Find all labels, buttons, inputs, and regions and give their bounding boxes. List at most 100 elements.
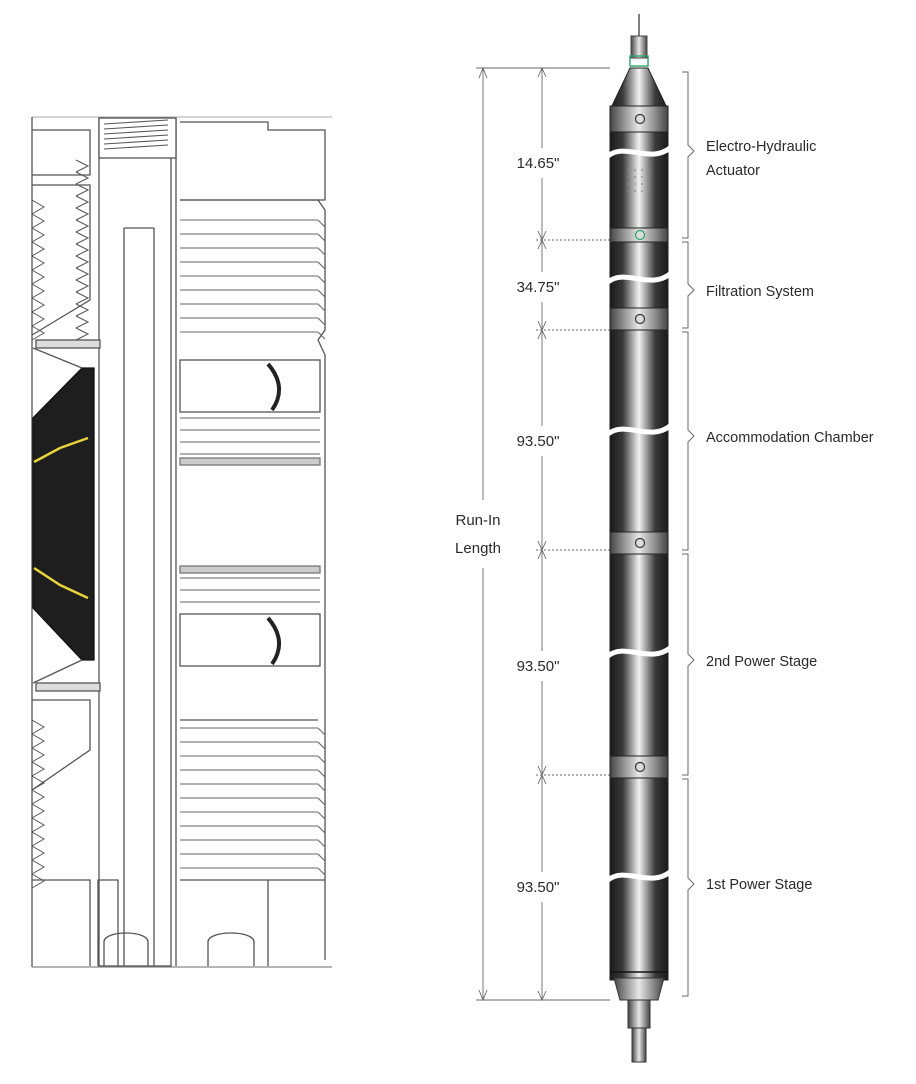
run-in-length-label: Run-In Length [455,512,501,557]
arrow-head [537,548,547,560]
section-length: 34.75" [517,279,560,296]
ring-tooth [317,797,326,806]
section-name: Actuator [706,163,760,179]
arrow-head [537,990,547,1002]
thread-tooth [75,267,90,281]
joint-bolt [634,761,646,773]
break-mark [606,869,672,883]
arrow-head [537,328,547,340]
thread-tooth [75,291,90,305]
ring-tooth [317,261,326,270]
thread-tooth [75,195,90,209]
ring-tooth [317,317,326,326]
thread-tooth [75,207,90,221]
joint-bolt [634,313,646,325]
thread-tooth [31,297,45,313]
ring-tooth [317,219,326,228]
vent-dot [627,190,629,192]
section-names: Electro-Hydraulic Actuator Filtration Sy… [706,139,874,893]
section-brackets [682,71,695,997]
thread-line [103,124,169,130]
vent-dot [641,176,643,178]
vent-dot [648,169,650,171]
section-lengths: 14.65" 34.75" 93.50" 93.50" 93.50" [517,155,560,896]
tool-string [606,14,672,1063]
packer-cross-section [31,116,332,968]
thread-tooth [75,315,90,329]
thread-tooth [75,183,90,197]
vent-dot [634,176,636,178]
thread-tooth [31,213,45,229]
thread-tooth [75,327,90,341]
arrow-head [537,66,547,78]
thread-tooth [31,761,45,777]
thread-tooth [31,831,45,847]
thread-tooth [31,241,45,257]
section-length: 93.50" [517,433,560,450]
arrow-head [537,238,547,250]
section-bracket [682,553,695,776]
thread-tooth [75,219,90,233]
thread-line [103,144,169,150]
thread-tooth [75,231,90,245]
thread-tooth [75,243,90,257]
thread-tooth [31,283,45,299]
section-length: 93.50" [517,658,560,675]
ring-tooth [317,853,326,862]
thread-tooth [31,803,45,819]
break-mark [606,271,672,285]
section-length: 93.50" [517,879,560,896]
ring-tooth [317,247,326,256]
ring-tooth [317,727,326,736]
thread-line [103,134,169,140]
thread-line [103,129,169,135]
tool-bottom-end [631,1027,647,1063]
top-thread [98,117,177,159]
vent-dot [634,190,636,192]
thread-tooth [31,311,45,327]
seal-element [32,367,95,661]
ring-tooth [317,331,326,340]
joint-bolt [634,537,646,549]
ring-tooth [317,839,326,848]
thread-tooth [31,227,45,243]
section-name: Accommodation Chamber [706,430,874,446]
run-in-line-2: Length [455,540,501,557]
ring-tooth [317,769,326,778]
vent-dot [648,190,650,192]
tool-bottom-sub [613,977,665,1001]
vent-dot [641,169,643,171]
thread-tooth [75,279,90,293]
vent-dot [634,183,636,185]
section-name: 1st Power Stage [706,877,812,893]
thread-tooth [31,325,45,341]
section-bracket [682,331,695,551]
ring-tooth [317,233,326,242]
break-mark [606,645,672,659]
section-name: Electro-Hydraulic [706,139,816,155]
section-length: 14.65" [517,155,560,172]
tool-nose [609,67,669,111]
outer-body [180,121,326,960]
run-in-line-1: Run-In [455,512,500,529]
thread-tooth [31,859,45,875]
arrow-head [478,989,488,1002]
ring-tooth [317,825,326,834]
thread-tooth [75,255,90,269]
vent-dot [627,169,629,171]
thread-line [103,139,169,145]
thread-tooth [31,817,45,833]
thread-tooth [31,873,45,889]
arrow-head [537,773,547,785]
vent-dot [641,190,643,192]
thread-tooth [31,269,45,285]
thread-tooth [31,747,45,763]
section-bracket [682,241,695,329]
vent-dot [648,176,650,178]
arrow-head [478,66,488,79]
vent-dot [634,169,636,171]
ring-tooth [317,289,326,298]
vent-dot [641,183,643,185]
